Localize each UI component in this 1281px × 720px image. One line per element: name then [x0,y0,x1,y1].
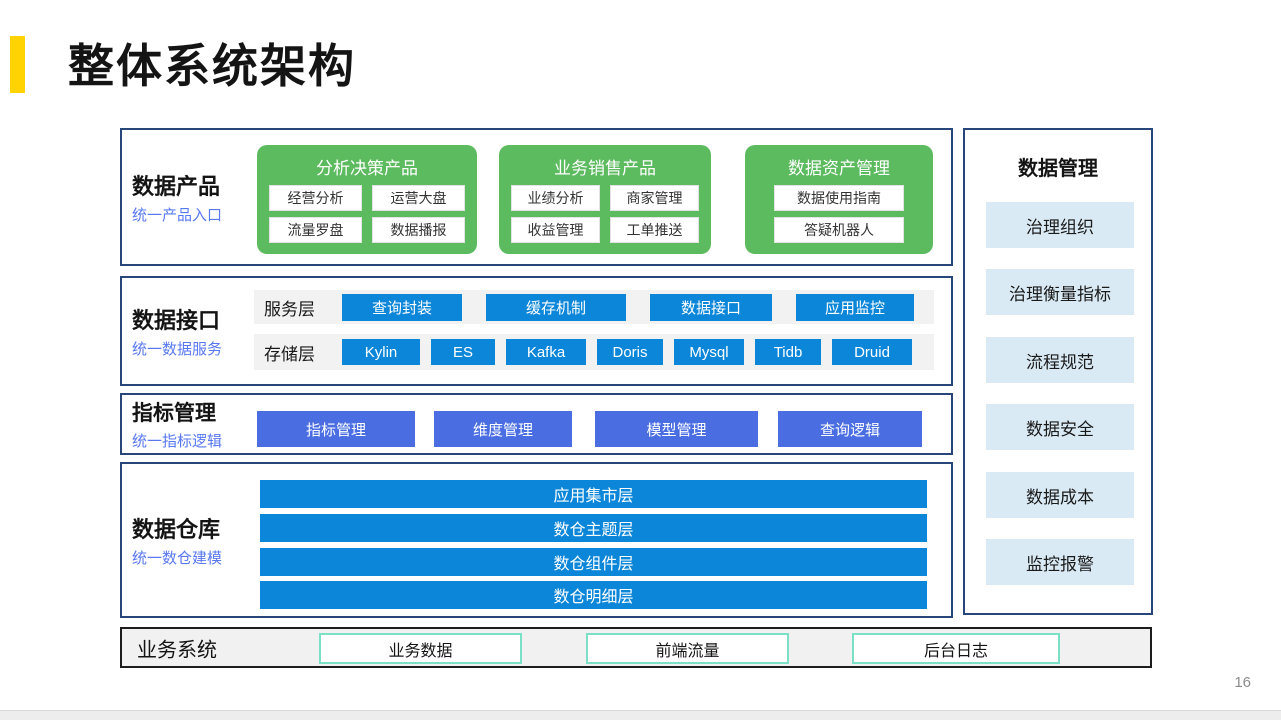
storage-item: Tidb [755,339,821,365]
group-analysis-decision: 分析决策产品 经营分析 运营大盘 流量罗盘 数据播报 [257,145,477,254]
product-item: 数据使用指南 [774,185,904,211]
group-title: 分析决策产品 [316,159,418,178]
governance-item: 数据成本 [986,472,1134,518]
business-system-row: 业务系统 业务数据 前端流量 后台日志 [120,627,1152,668]
service-layer-label: 服务层 [264,299,315,319]
group-data-asset-mgmt: 数据资产管理 数据使用指南 答疑机器人 [745,145,933,254]
governance-item: 流程规范 [986,337,1134,383]
data-warehouse-label: 数据仓库 [132,517,221,542]
business-item: 前端流量 [586,633,789,664]
storage-layer-label: 存储层 [264,344,315,364]
storage-item: Druid [832,339,912,365]
business-system-label: 业务系统 [137,639,217,661]
data-warehouse-row: 数据仓库 统一数仓建模 应用集市层 数仓主题层 数仓组件层 数仓明细层 [120,462,953,618]
data-products-sublabel: 统一产品入口 [132,207,223,224]
warehouse-layer: 数仓组件层 [260,548,927,576]
data-products-label-block: 数据产品 统一产品入口 [132,169,260,225]
governance-item: 数据安全 [986,404,1134,450]
storage-item: Mysql [674,339,744,365]
metric-mgmt-sublabel: 统一指标逻辑 [132,433,223,450]
metric-item: 查询逻辑 [778,411,922,447]
data-products-label: 数据产品 [132,174,221,199]
product-item: 流量罗盘 [269,217,362,243]
product-item: 答疑机器人 [774,217,904,243]
data-management-title: 数据管理 [1018,158,1098,180]
product-item: 收益管理 [511,217,600,243]
service-item: 数据接口 [650,293,772,321]
group-business-sales: 业务销售产品 业绩分析 商家管理 收益管理 工单推送 [499,145,711,254]
product-item: 运营大盘 [372,185,465,211]
governance-item: 治理衡量指标 [986,269,1134,315]
storage-item: ES [431,339,495,365]
product-item: 经营分析 [269,185,362,211]
data-management-panel: 数据管理 治理组织 治理衡量指标 流程规范 数据安全 数据成本 监控报警 [963,128,1153,615]
service-item: 应用监控 [796,293,914,321]
data-products-row: 数据产品 统一产品入口 分析决策产品 经营分析 运营大盘 流量罗盘 数据播报 业… [120,128,953,266]
governance-item: 监控报警 [986,539,1134,585]
warehouse-layer: 数仓主题层 [260,514,927,542]
product-item: 业绩分析 [511,185,600,211]
title-accent-bar [10,36,25,93]
data-warehouse-label-block: 数据仓库 统一数仓建模 [132,512,260,568]
storage-layer-strip: 存储层 Kylin ES Kafka Doris Mysql Tidb Drui… [254,334,934,370]
metric-item: 维度管理 [434,411,572,447]
governance-item: 治理组织 [986,202,1134,248]
metric-mgmt-label: 指标管理 [132,402,216,425]
storage-item: Kafka [506,339,586,365]
product-item: 数据播报 [372,217,465,243]
service-item: 缓存机制 [486,293,626,321]
page-title: 整体系统架构 [68,40,356,92]
product-item: 工单推送 [610,217,699,243]
slide-bottom-edge [0,710,1281,720]
metric-item: 指标管理 [257,411,415,447]
group-title: 业务销售产品 [554,159,656,178]
storage-item: Kylin [342,339,420,365]
warehouse-layer: 数仓明细层 [260,581,927,609]
business-item: 后台日志 [852,633,1060,664]
warehouse-layer: 应用集市层 [260,480,927,508]
group-title: 数据资产管理 [788,159,890,178]
metric-item: 模型管理 [595,411,758,447]
page-number: 16 [1234,674,1251,691]
data-interface-sublabel: 统一数据服务 [132,341,223,358]
data-warehouse-sublabel: 统一数仓建模 [132,550,223,567]
data-interface-label: 数据接口 [132,308,221,333]
data-interface-label-block: 数据接口 统一数据服务 [132,303,260,359]
service-layer-strip: 服务层 查询封装 缓存机制 数据接口 应用监控 [254,290,934,324]
storage-item: Doris [597,339,663,365]
business-item: 业务数据 [319,633,522,664]
product-item: 商家管理 [610,185,699,211]
metric-mgmt-row: 指标管理 统一指标逻辑 指标管理 维度管理 模型管理 查询逻辑 [120,393,953,455]
service-item: 查询封装 [342,293,462,321]
metric-mgmt-label-block: 指标管理 统一指标逻辑 [132,397,260,451]
data-interface-row: 数据接口 统一数据服务 服务层 查询封装 缓存机制 数据接口 应用监控 存储层 … [120,276,953,386]
